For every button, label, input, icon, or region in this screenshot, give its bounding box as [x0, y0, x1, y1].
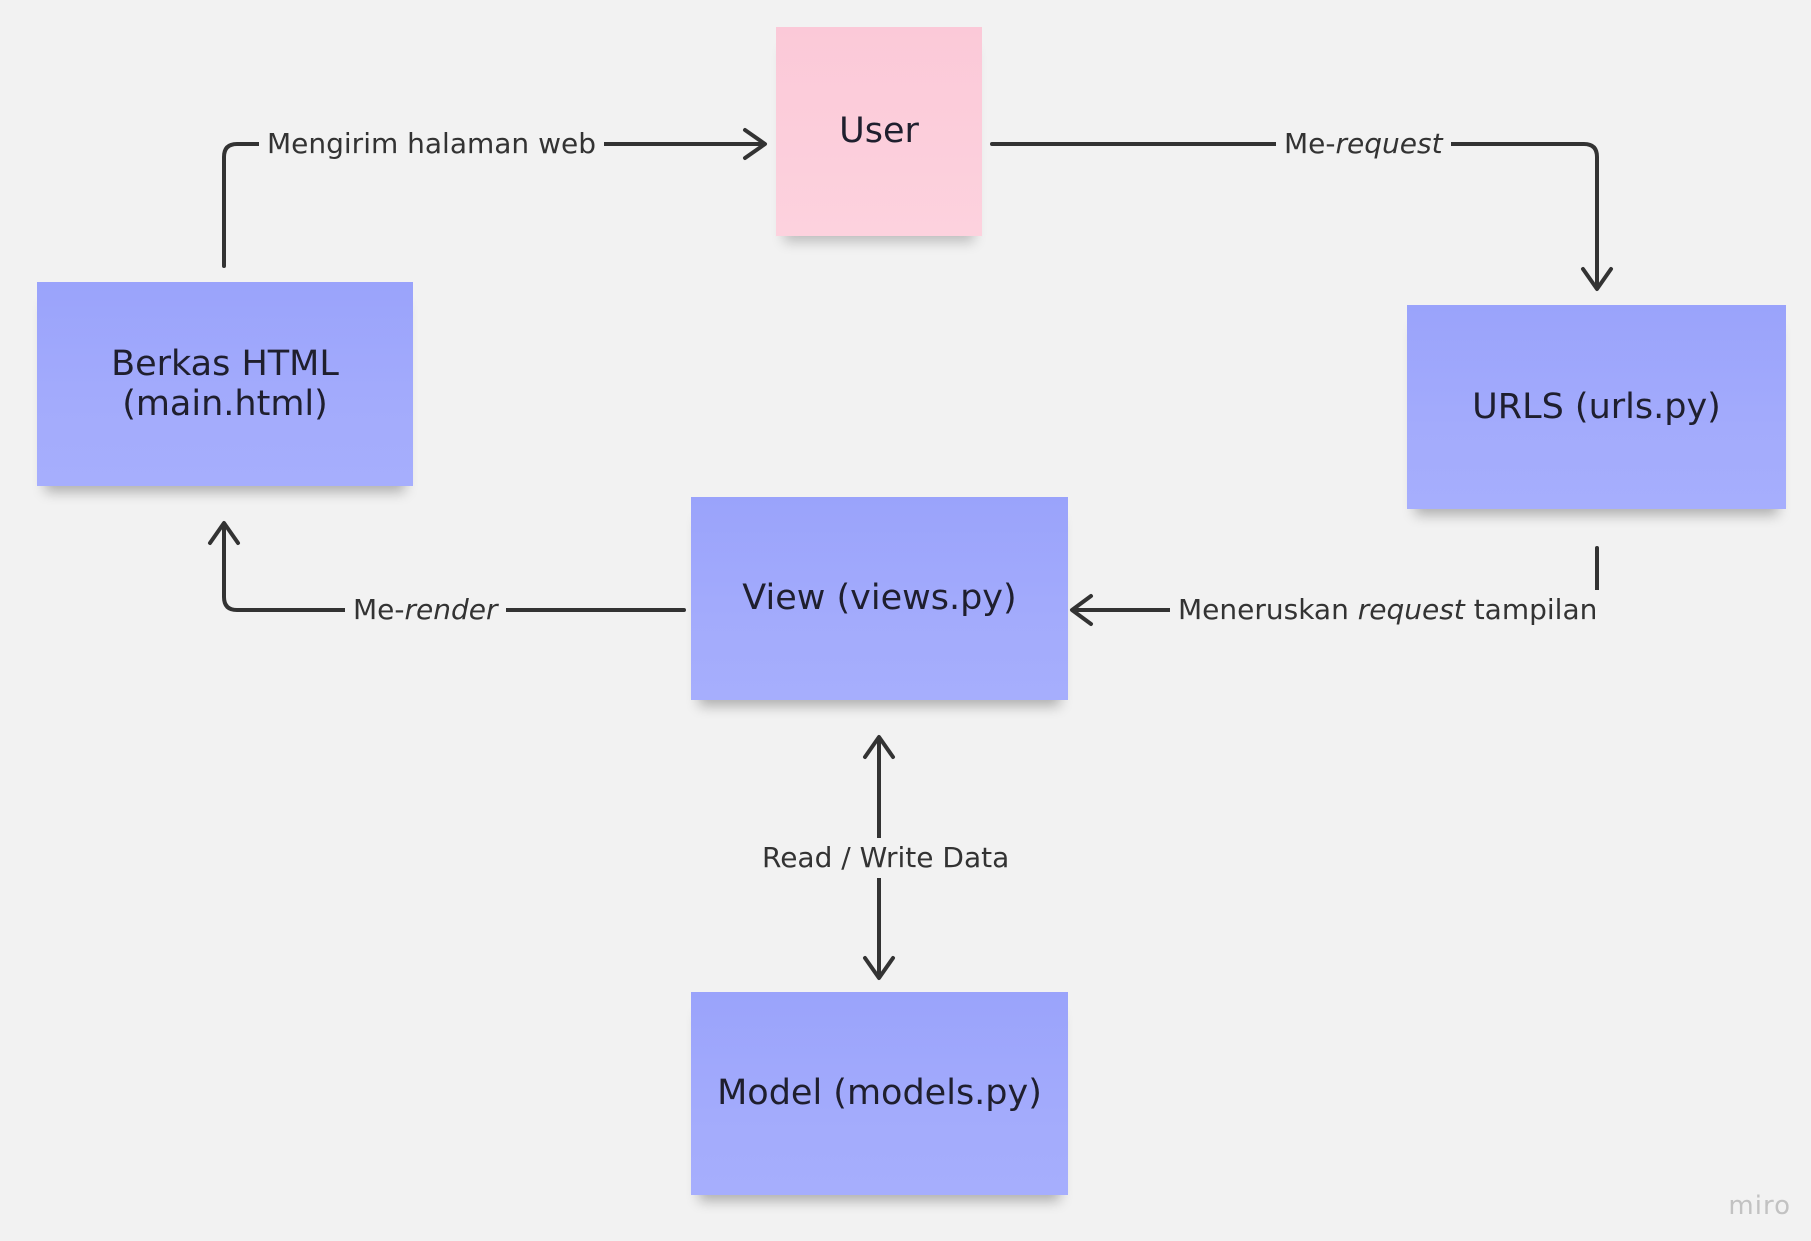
html-file-note-label: Berkas HTML (main.html)	[111, 343, 339, 424]
urls-note[interactable]: URLS (urls.py)	[1407, 305, 1786, 509]
user-note-label: User	[839, 111, 919, 152]
edge-label-forward-pre: Meneruskan	[1178, 593, 1358, 626]
edge-label-request-prefix: Me-	[1284, 127, 1336, 160]
miro-watermark: miro	[1728, 1191, 1791, 1221]
arrowhead-up-view	[863, 735, 895, 759]
edge-label-read-write-text: Read / Write Data	[762, 841, 1010, 874]
edge-label-send-page: Mengirim halaman web	[259, 124, 604, 164]
html-file-note[interactable]: Berkas HTML (main.html)	[37, 282, 413, 486]
view-note-label: View (views.py)	[742, 578, 1017, 619]
model-note-label: Model (models.py)	[717, 1073, 1042, 1114]
edge-label-request: Me-request	[1276, 124, 1451, 164]
arrowhead-to-html	[208, 521, 240, 545]
edge-label-request-em: request	[1335, 127, 1443, 160]
edge-label-forward: Meneruskan request tampilan	[1170, 590, 1606, 630]
edge-label-forward-em: request	[1357, 593, 1465, 626]
edge-label-read-write: Read / Write Data	[754, 838, 1018, 878]
edge-view-to-html	[222, 524, 686, 612]
arrowhead-to-view	[1070, 594, 1093, 626]
urls-note-label: URLS (urls.py)	[1472, 386, 1721, 427]
model-note[interactable]: Model (models.py)	[691, 992, 1068, 1195]
edge-label-render-em: render	[404, 593, 498, 626]
edge-html-to-user	[222, 142, 764, 268]
arrowhead-to-user	[743, 128, 767, 160]
edge-label-render: Me-render	[345, 590, 506, 630]
view-note[interactable]: View (views.py)	[691, 497, 1068, 700]
arrowhead-to-urls	[1581, 267, 1613, 291]
arrowhead-down-model	[863, 956, 895, 980]
edge-label-send-page-text: Mengirim halaman web	[267, 127, 596, 160]
edge-label-render-prefix: Me-	[353, 593, 405, 626]
user-note[interactable]: User	[776, 27, 982, 236]
miro-watermark-text: miro	[1728, 1191, 1791, 1221]
edge-label-forward-post: tampilan	[1464, 593, 1598, 626]
edge-user-to-urls	[990, 142, 1599, 287]
